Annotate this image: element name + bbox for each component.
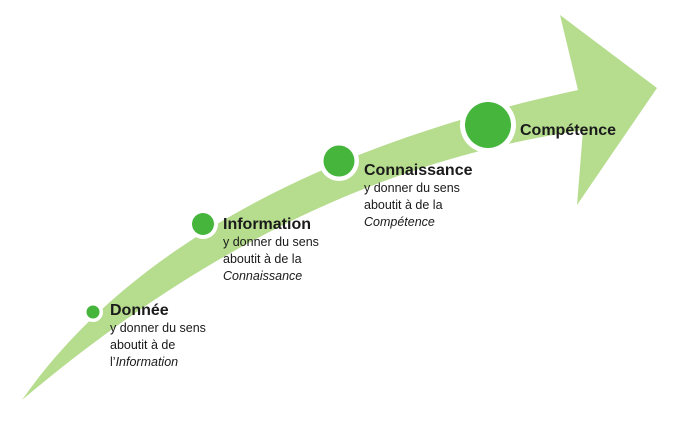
stage-desc-line3: l’Information	[110, 354, 206, 371]
node-connaissance	[319, 141, 359, 181]
stage-desc-italic: Connaissance	[223, 269, 303, 283]
node-donnee	[83, 302, 103, 322]
stage-title: Donnée	[110, 302, 169, 319]
stage-desc-line1: y donner du sens	[110, 321, 206, 335]
stage-desc-line3: Compétence	[364, 214, 472, 231]
stage-information: Information y donner du sens aboutit à d…	[223, 216, 319, 285]
stage-title: Information	[223, 216, 311, 233]
node-competence	[460, 97, 516, 153]
stage-title: Connaissance	[364, 162, 473, 179]
stage-desc-italic: Compétence	[364, 215, 435, 229]
stage-connaissance: Connaissance y donner du sens aboutit à …	[364, 162, 472, 231]
stage-desc-line2: aboutit à de	[110, 338, 176, 352]
stage-desc-line2: aboutit à de la	[223, 252, 302, 266]
node-information	[188, 209, 218, 239]
stage-desc-line2: aboutit à de la	[364, 198, 443, 212]
stage-desc-line1: y donner du sens	[223, 235, 319, 249]
stage-competence: Compétence	[520, 122, 616, 140]
stage-title: Compétence	[520, 122, 617, 139]
stage-desc-line3: Connaissance	[223, 268, 319, 285]
stage-donnee: Donnée y donner du sens aboutit à de l’I…	[110, 302, 206, 371]
stage-desc-prefix: l’	[110, 355, 116, 369]
stage-desc-line1: y donner du sens	[364, 181, 460, 195]
stage-desc-italic: Information	[115, 355, 179, 369]
